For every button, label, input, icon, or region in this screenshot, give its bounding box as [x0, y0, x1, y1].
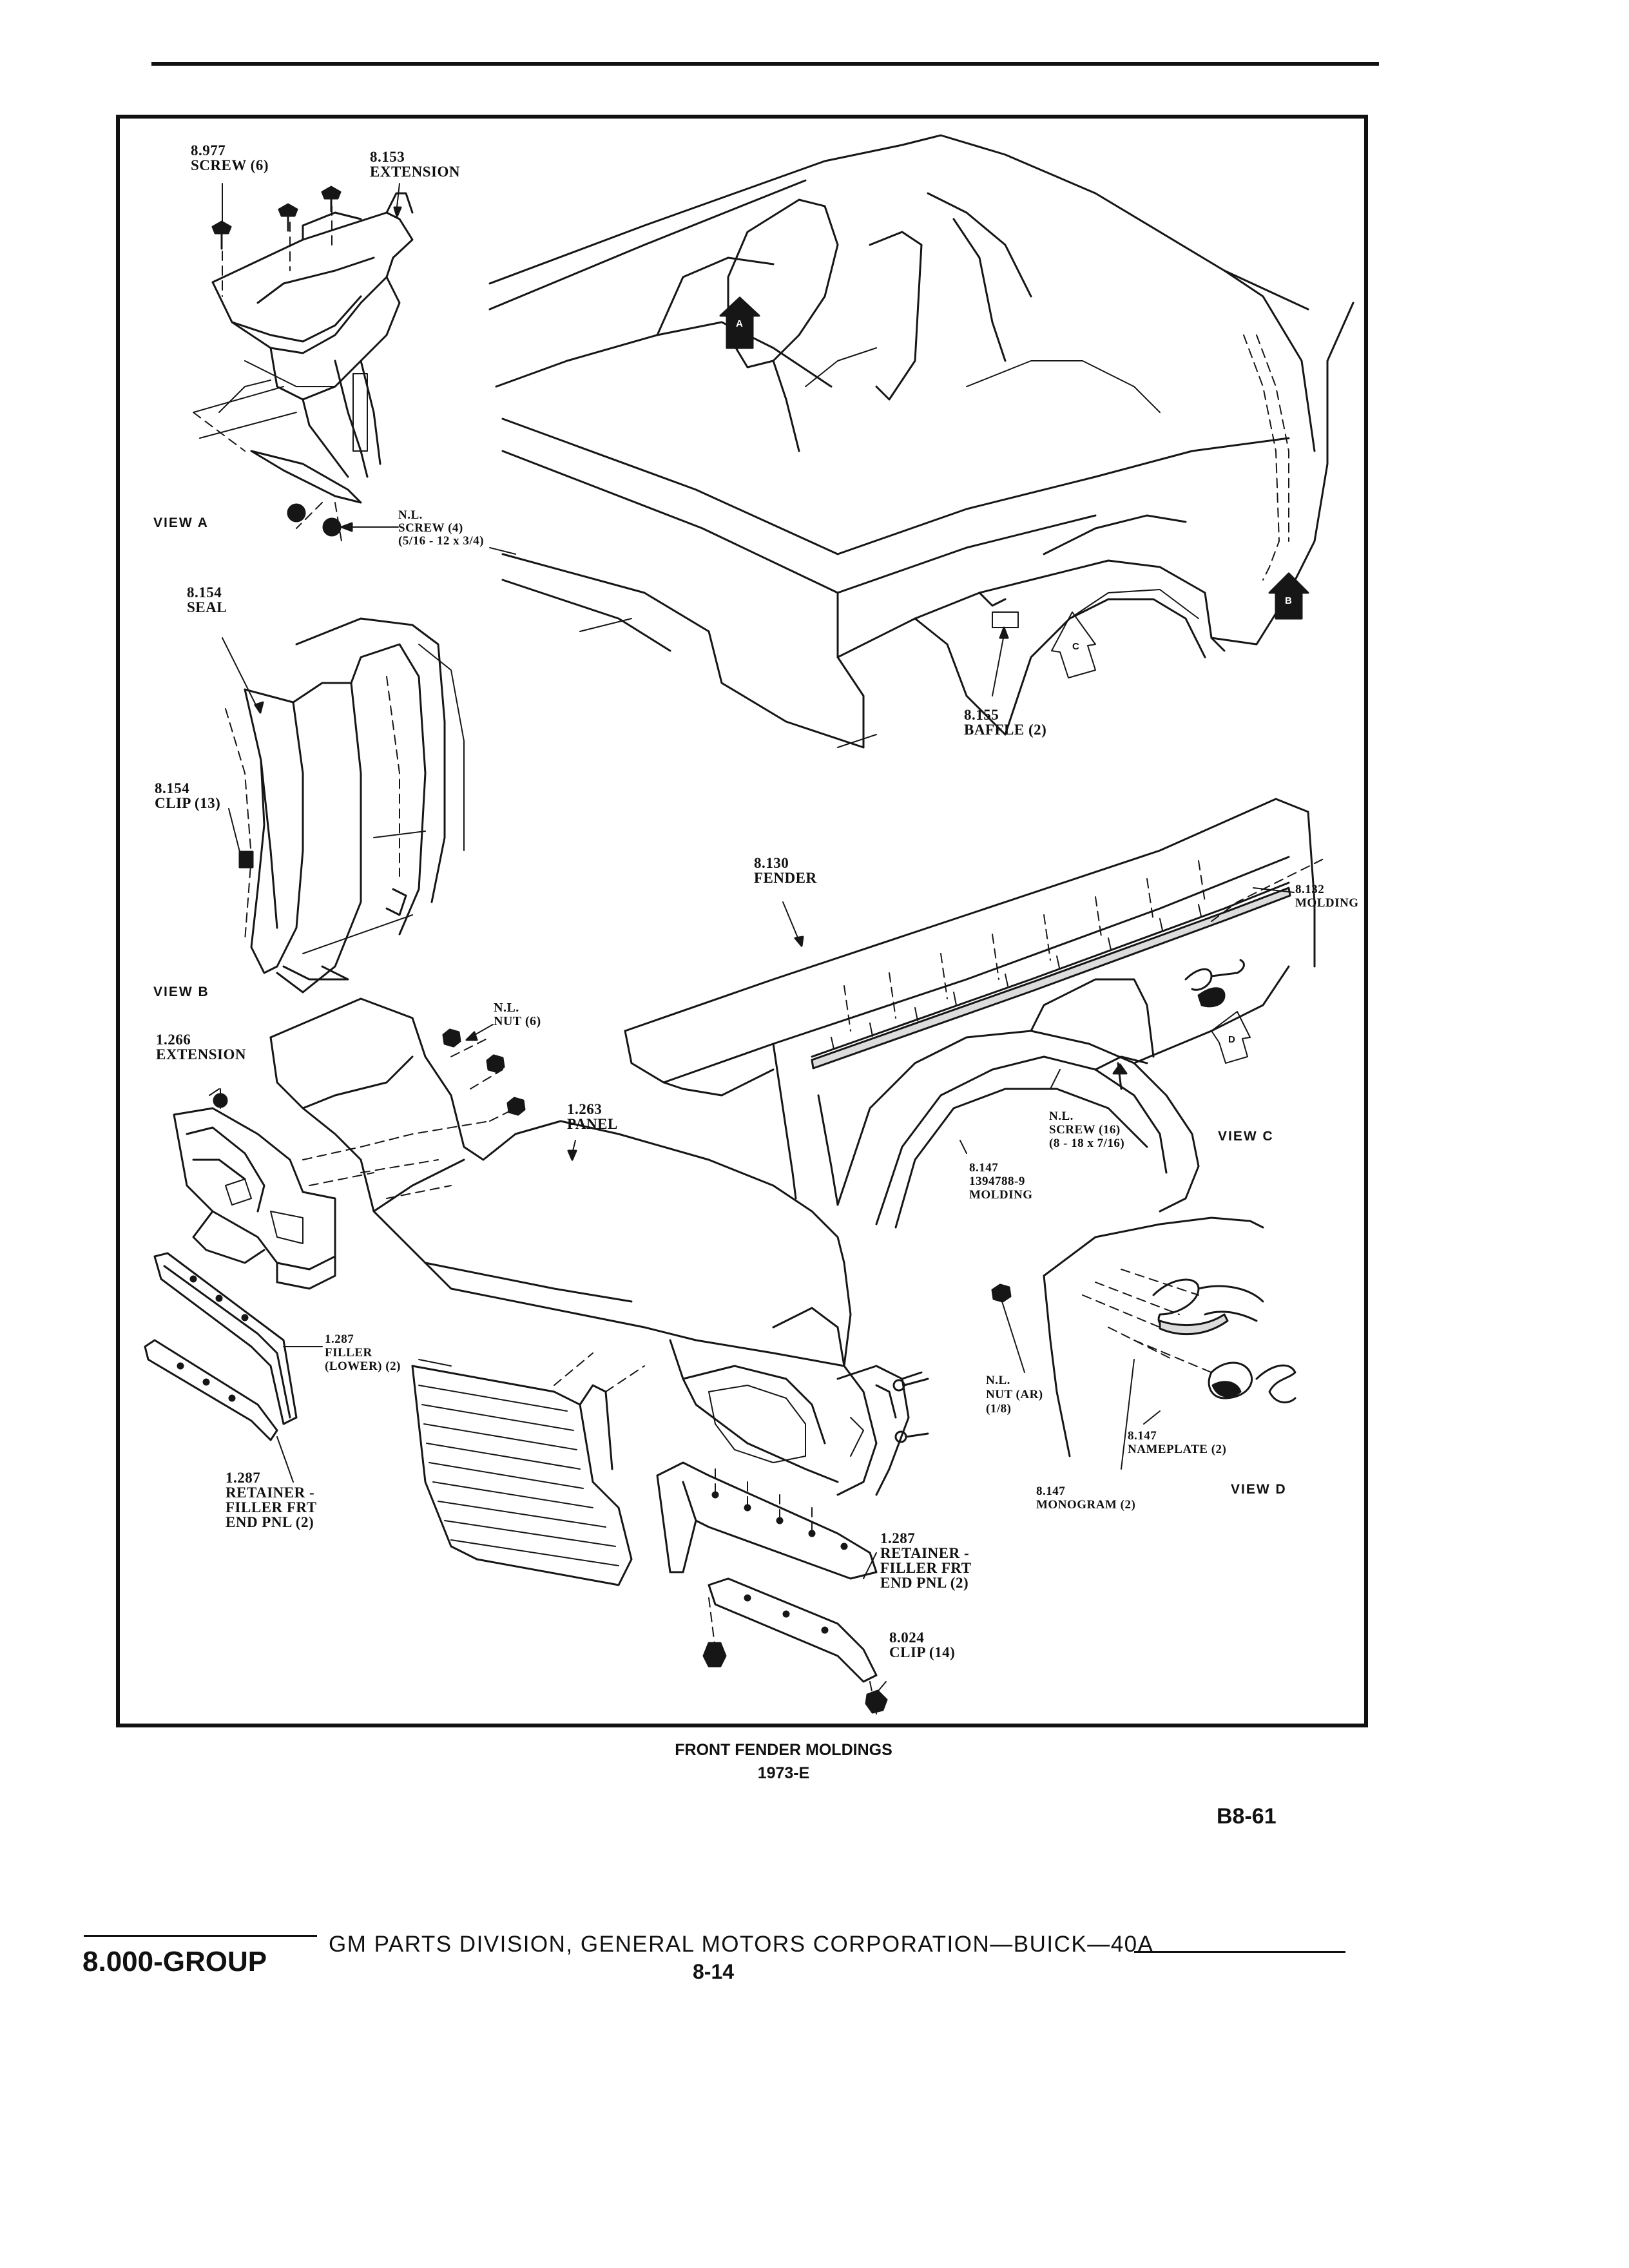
label-nut-nl-ar: N.L. NUT (AR) (1/8) [986, 1374, 1043, 1416]
label-line: (1/8) [986, 1402, 1012, 1416]
label-line: MOLDING [1295, 896, 1359, 910]
label-line: 8.153 [370, 149, 405, 165]
label-line: 8.154 [155, 780, 190, 796]
label-line: RETAINER - [226, 1485, 315, 1501]
view-c-fender-molding [624, 798, 1328, 1229]
label-clip-8024: 8.024 CLIP (14) [889, 1630, 955, 1660]
label-line: END PNL (2) [226, 1514, 314, 1530]
label-line: 1394788-9 [969, 1175, 1025, 1188]
label-nameplate-8147: 8.147 NAMEPLATE (2) [1128, 1429, 1226, 1456]
label-screw-nl-4: N.L. SCREW (4) (5/16 - 12 x 3/4) [398, 509, 484, 548]
label-screw-8977: 8.977 SCREW (6) [191, 143, 269, 173]
label-seal-8154: 8.154 SEAL [187, 585, 227, 615]
footer-page-number: 8-14 [693, 1960, 735, 1983]
label-line: 1.287 [325, 1332, 354, 1346]
view-b-marker-letter: B [1285, 595, 1292, 606]
footer-publisher: GM PARTS DIVISION, GENERAL MOTORS CORPOR… [329, 1932, 1154, 1957]
label-line: N.L. [986, 1374, 1010, 1387]
label-line: (8 - 18 x 7/16) [1049, 1137, 1125, 1150]
label-line: 8.155 [964, 707, 999, 723]
label-line: N.L. [494, 1001, 519, 1015]
front-end-panel-assembly [269, 997, 929, 1496]
view-a-title: VIEW A [153, 515, 209, 530]
page-code: B8-61 [1217, 1804, 1277, 1829]
label-line: 1.287 [226, 1470, 261, 1486]
label-line: (5/16 - 12 x 3/4) [398, 534, 485, 548]
label-line: NUT (6) [494, 1014, 541, 1028]
extension-1266 [173, 1088, 374, 1290]
footer-group: 8.000-GROUP [82, 1946, 267, 1977]
label-line: RETAINER - [880, 1545, 970, 1561]
label-monogram-8147: 8.147 MONOGRAM (2) [1036, 1485, 1135, 1512]
label-fender-8130: 8.130 FENDER [754, 856, 817, 885]
car-front-end-view [488, 134, 1354, 749]
view-d-nameplate [991, 1216, 1296, 1470]
label-line: 8.977 [191, 142, 226, 159]
label-baffle-8155: 8.155 BAFFLE (2) [964, 707, 1046, 737]
figure-caption-subtitle: 1973-E [757, 1764, 810, 1782]
view-b-seal [222, 617, 465, 994]
label-line: PANEL [567, 1116, 618, 1132]
footer-rule-right [1134, 1951, 1345, 1953]
label-line: CLIP (14) [889, 1644, 956, 1660]
label-line: CLIP (13) [155, 795, 221, 811]
label-line: N.L. [1049, 1110, 1074, 1123]
label-line: MONOGRAM (2) [1036, 1498, 1136, 1512]
label-line: (LOWER) (2) [325, 1360, 401, 1373]
label-line: FILLER FRT [226, 1499, 317, 1515]
grille-assembly [411, 1352, 645, 1586]
label-line: EXTENSION [370, 164, 460, 180]
label-line: 8.132 [1295, 883, 1325, 896]
view-d-title: VIEW D [1231, 1482, 1287, 1497]
view-a-extension-bracket [193, 183, 414, 542]
label-nut-nl-6: N.L. NUT (6) [494, 1001, 541, 1028]
diagram-frame [116, 115, 1368, 1727]
label-extension-1266: 1.266 EXTENSION [156, 1032, 246, 1062]
label-panel-1263: 1.263 PANEL [567, 1102, 618, 1131]
label-line: 8.024 [889, 1629, 925, 1646]
label-line: NAMEPLATE (2) [1128, 1443, 1227, 1456]
label-line: 1.287 [880, 1530, 916, 1546]
label-retainer-1287-left: 1.287 RETAINER - FILLER FRT END PNL (2) [226, 1470, 317, 1530]
footer-rule-left [84, 1935, 317, 1937]
label-line: FILLER FRT [880, 1560, 972, 1576]
view-d-marker-letter: D [1228, 1034, 1235, 1045]
label-line: MOLDING [969, 1188, 1033, 1202]
label-line: BAFFLE (2) [964, 722, 1047, 738]
label-line: END PNL (2) [880, 1575, 969, 1591]
view-c-title: VIEW C [1218, 1129, 1274, 1144]
label-screw-nl-16: N.L. SCREW (16) (8 - 18 x 7/16) [1049, 1110, 1124, 1150]
label-line: SEAL [187, 599, 227, 615]
label-line: SCREW (16) [1049, 1123, 1121, 1137]
label-molding-8147: 8.147 1394788-9 MOLDING [969, 1161, 1033, 1202]
label-line: 8.130 [754, 855, 789, 871]
retainer-right-1287 [656, 1461, 888, 1715]
view-a-marker-letter: A [736, 318, 743, 329]
label-line: 8.147 [1036, 1485, 1066, 1498]
figure-caption-title: FRONT FENDER MOLDINGS [675, 1741, 892, 1759]
filler-lower-1287 [144, 1252, 323, 1483]
label-line: SCREW (6) [191, 157, 269, 173]
top-rule [151, 62, 1379, 66]
view-c-marker-letter: C [1072, 641, 1079, 652]
label-clip-8154: 8.154 CLIP (13) [155, 781, 220, 811]
label-line: 1.266 [156, 1032, 191, 1048]
label-line: SCREW (4) [398, 521, 463, 535]
label-line: FENDER [754, 870, 817, 886]
label-filler-1287: 1.287 FILLER (LOWER) (2) [325, 1332, 401, 1373]
view-b-title: VIEW B [153, 985, 209, 999]
label-line: EXTENSION [156, 1046, 246, 1062]
label-molding-8132: 8.132 MOLDING [1295, 883, 1359, 910]
label-line: NUT (AR) [986, 1388, 1043, 1401]
label-line: 8.154 [187, 584, 222, 601]
label-line: N.L. [398, 508, 423, 522]
label-line: 8.147 [1128, 1429, 1157, 1443]
label-line: 1.263 [567, 1101, 602, 1117]
label-extension-8153: 8.153 EXTENSION [370, 149, 460, 179]
label-line: 8.147 [969, 1161, 999, 1175]
label-line: FILLER [325, 1346, 372, 1360]
label-retainer-1287-right: 1.287 RETAINER - FILLER FRT END PNL (2) [880, 1531, 972, 1590]
